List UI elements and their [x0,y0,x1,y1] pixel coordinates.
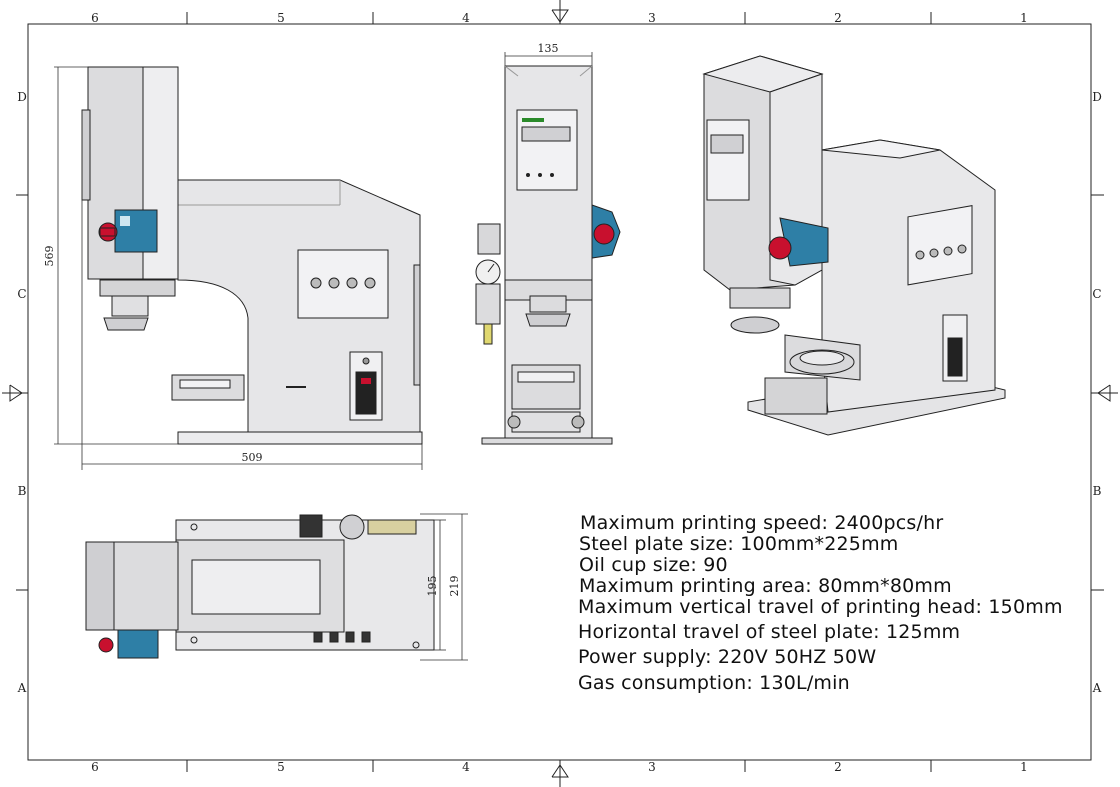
col-label: 3 [648,11,656,25]
col-label: 4 [462,760,470,774]
knob-icon [346,277,358,289]
dim-top-inner: 195 [426,576,439,597]
emergency-stop-icon [593,223,615,245]
side-dimensions [54,66,423,470]
top-view [85,514,435,659]
knob-icon [310,277,322,289]
row-label: B [18,484,27,498]
row-label: D [1092,90,1102,104]
spec-gas-consumption: Gas consumption: 130L/min [578,672,850,694]
spec-horizontal-travel: Horizontal travel of steel plate: 125mm [578,621,961,643]
col-label: 1 [1020,11,1028,25]
col-label: 4 [462,11,470,25]
row-label: B [1093,484,1102,498]
frame-labels: 6 5 4 3 2 1 6 5 4 3 2 1 D C B A D C B A [17,11,1102,774]
spec-steel-plate-size: Steel plate size: 100mm*225mm [579,533,899,555]
spec-oil-cup-size: Oil cup size: 90 [579,554,728,576]
col-label: 6 [91,11,99,25]
col-label: 2 [834,760,842,774]
emergency-stop-icon [98,637,114,653]
knob-icon [364,277,376,289]
col-label: 2 [834,11,842,25]
row-label: C [1092,287,1101,301]
col-label: 6 [91,760,99,774]
dim-front-width: 135 [538,42,559,55]
isometric-view [702,55,1006,436]
row-label: D [17,90,27,104]
knob-icon [943,246,953,256]
front-dimensions [504,52,593,66]
row-label: A [1092,681,1102,695]
row-label: C [17,287,26,301]
top-bracket [117,629,159,659]
dim-side-width: 509 [242,451,263,464]
spec-power-supply: Power supply: 220V 50HZ 50W [578,646,877,668]
col-label: 3 [648,760,656,774]
knob-icon [328,277,340,289]
iso-control-panel [907,205,973,286]
dim-top-outer: 219 [448,576,461,597]
iso-display-panel [706,119,750,201]
air-filter-regulator [477,223,501,255]
emergency-stop-icon [768,236,792,260]
col-label: 5 [277,760,285,774]
top-dimensions [420,513,468,661]
front-view [475,65,621,445]
side-view [81,66,423,445]
knob-icon [929,248,939,258]
col-label: 5 [277,11,285,25]
col-label: 1 [1020,760,1028,774]
row-label: A [17,681,27,695]
dim-side-height: 569 [43,246,56,267]
spec-vertical-travel: Maximum vertical travel of printing head… [578,596,1063,618]
knob-icon [915,250,925,260]
knob-icon [957,244,967,254]
spec-printing-speed: Maximum printing speed: 2400pcs/hr [580,512,944,534]
spec-printing-area: Maximum printing area: 80mm*80mm [579,575,952,597]
